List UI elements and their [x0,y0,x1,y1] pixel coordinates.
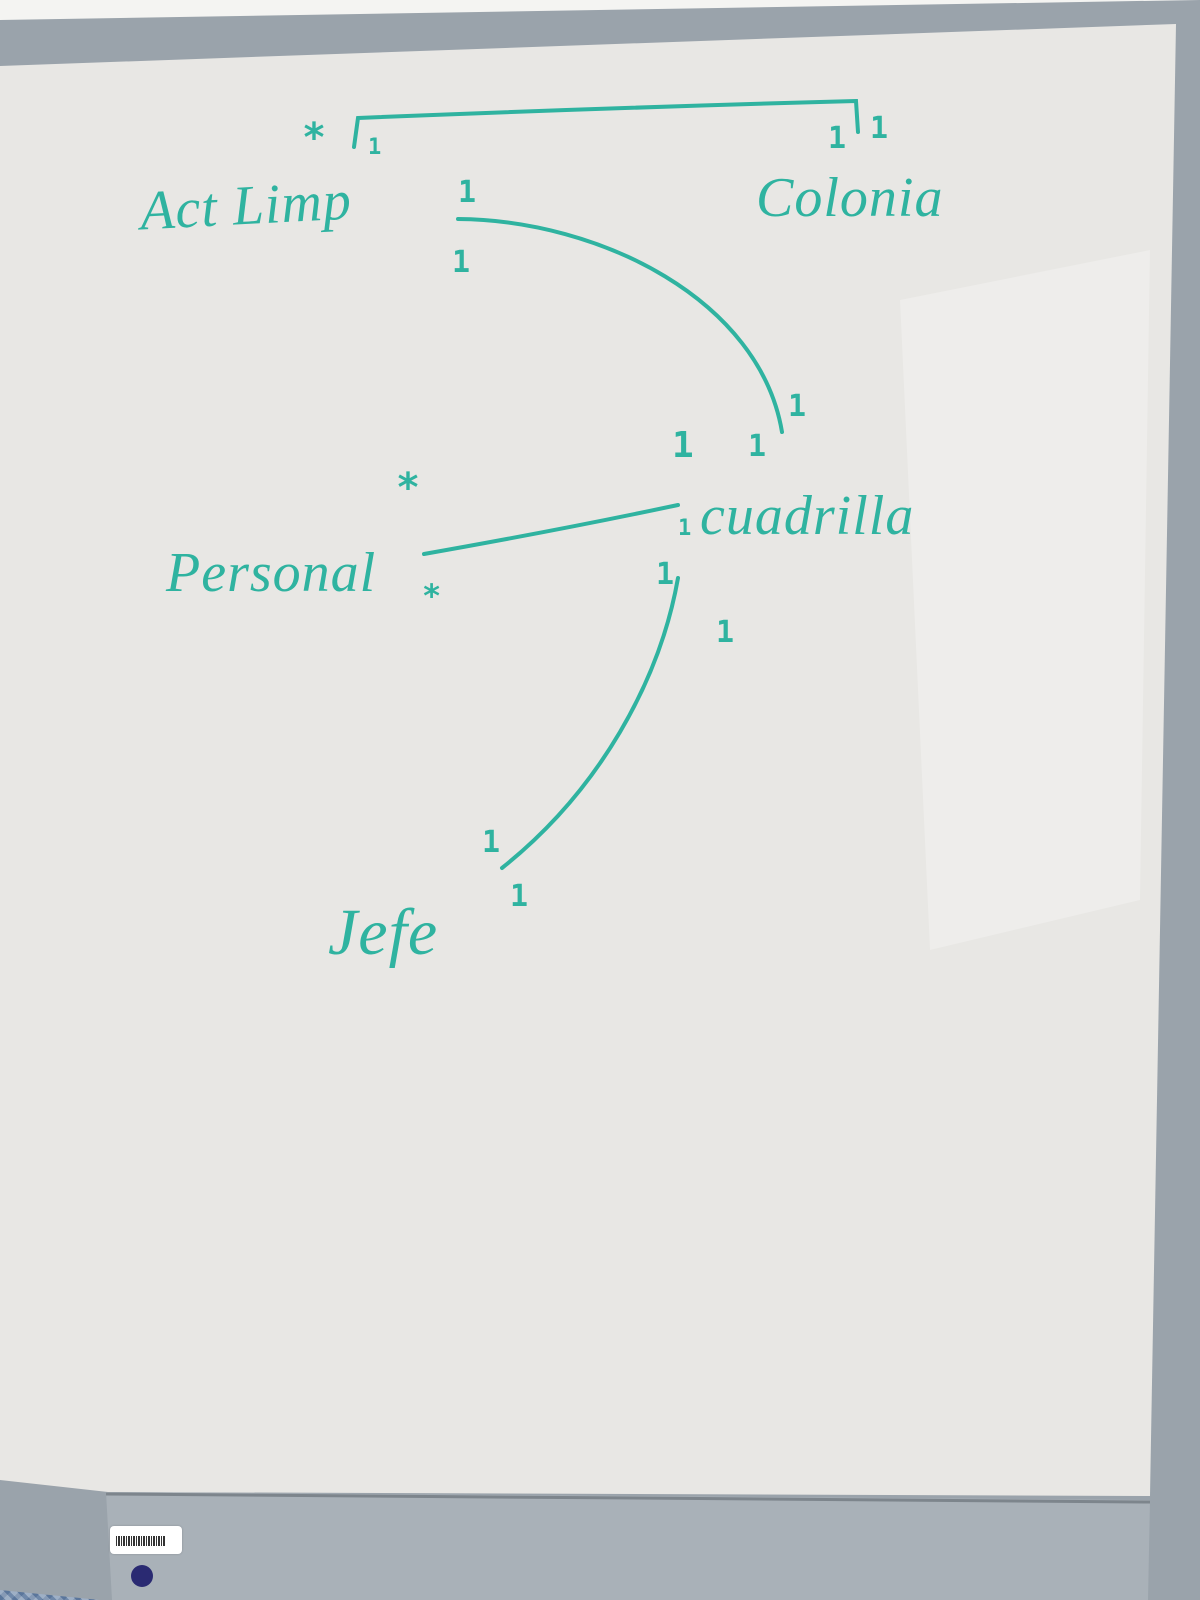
mult-personal-star-bottom: * [422,577,442,615]
mult-cuadrilla-personal-b: 1 [678,516,692,541]
mult-cuadrilla-personal-a: 1 [672,425,694,466]
line-personal-cuadrilla [422,503,680,556]
line-cuadrilla-jefe [500,576,680,870]
mult-actlimp-cuadrilla-b: 1 [452,245,471,280]
mult-colonia-near-b: 1 [870,111,889,146]
whiteboard-surface [0,24,1176,1496]
mult-jefe-a: 1 [482,825,501,860]
mult-actlimp-colonia-near: 1 [368,135,382,160]
barcode-icon [116,1536,166,1546]
magnet-icon [131,1565,153,1587]
mult-personal-star-top: * [396,465,421,511]
entity-actlimp: Act Limp [138,169,354,243]
mult-cuadrilla-jefe-b: 1 [716,615,735,650]
mult-actlimp-colonia-star: * [302,115,327,161]
barcode-sticker [110,1526,182,1554]
entity-colonia: Colonia [756,167,944,229]
entity-personal: Personal [166,542,377,604]
marker-tray [106,1492,1150,1600]
whiteboard-glare [900,250,1150,950]
mult-actlimp-cuadrilla-a: 1 [458,175,477,210]
tray-edge [105,1492,1151,1504]
mult-colonia-near-a: 1 [828,121,847,156]
mult-jefe-b: 1 [510,879,529,914]
mult-cuadrilla-jefe-a: 1 [656,557,675,592]
line-actlimp-cuadrilla [456,217,784,434]
line-actlimp-colonia [352,98,860,149]
entity-jefe: Jefe [328,896,439,969]
entity-cuadrilla: cuadrilla [700,485,915,547]
mult-cuadrilla-actlimp-a: 1 [788,389,807,424]
mult-cuadrilla-actlimp-b: 1 [748,429,767,464]
